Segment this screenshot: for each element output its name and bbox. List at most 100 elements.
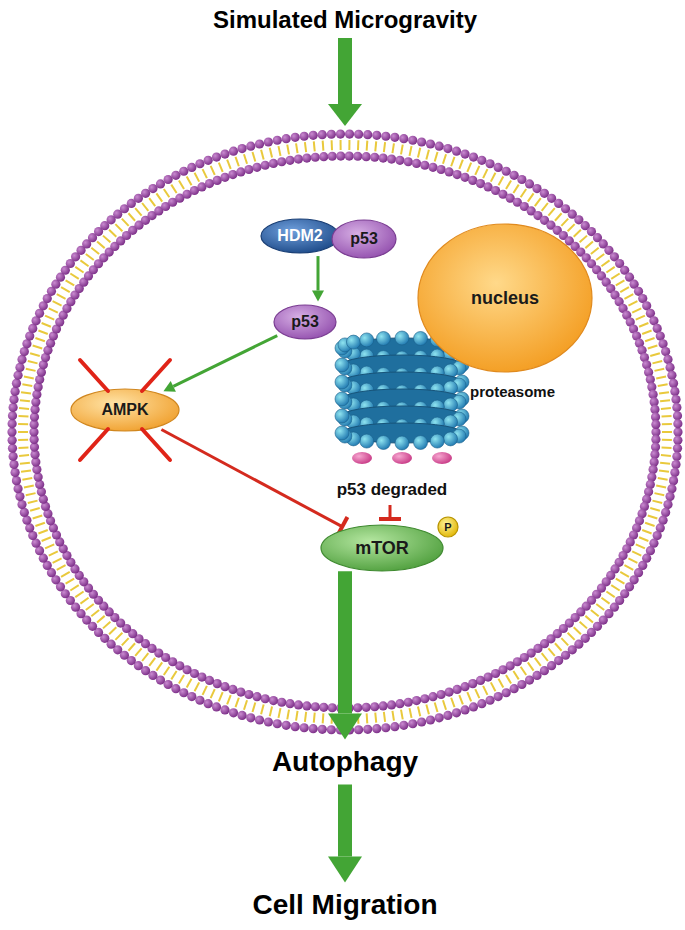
lipid-head (673, 427, 682, 436)
cross-stroke (142, 429, 170, 460)
lipid-tail (451, 157, 454, 166)
lipid-tail (451, 698, 454, 707)
lipid-tail (521, 189, 527, 197)
lipid-head (261, 161, 270, 170)
lipid-tail (443, 700, 446, 710)
lipid-tail (660, 463, 670, 464)
lipid-head (452, 147, 461, 156)
lipid-tail (535, 658, 541, 666)
node-shape (438, 517, 458, 537)
lipid-tail (662, 446, 672, 449)
lipid-head (390, 722, 399, 731)
node-text: Autophagy (272, 746, 418, 778)
lipid-tail (357, 140, 359, 150)
subunit-bead (376, 436, 390, 450)
inactivation-cross (80, 360, 170, 460)
protein-blob: mTOR (320, 524, 444, 572)
lipid-tail (287, 145, 289, 155)
lipid-head (294, 155, 303, 164)
node-text: p53 (350, 230, 378, 248)
lipid-tail (555, 213, 562, 220)
node-shape (321, 525, 443, 571)
lipid-tail (632, 551, 641, 555)
lipid-head (370, 702, 379, 711)
lipid-tail (26, 493, 36, 495)
lipid-head (460, 705, 469, 714)
subunit-bead (360, 434, 374, 448)
lipid-tail (179, 180, 184, 189)
lipid-head (319, 703, 328, 712)
lipid-tail (418, 148, 420, 158)
lipid-head (658, 339, 667, 348)
lipid-head (502, 167, 511, 176)
lipid-head (672, 403, 681, 412)
lipid-tail (435, 152, 438, 162)
lipid-head (15, 492, 24, 501)
subunit-bead (376, 331, 390, 345)
lipid-tail (252, 152, 255, 162)
activation-arrow (338, 785, 352, 857)
lipid-tail (57, 294, 66, 299)
inhibition-bar (379, 517, 401, 521)
lipid-head (651, 420, 660, 429)
lipid-head (12, 476, 21, 485)
lipid-tail (115, 633, 122, 640)
lipid-head (282, 134, 291, 143)
lipid-tail (580, 622, 587, 629)
lipid-head (363, 130, 372, 139)
activation-arrow (317, 256, 320, 290)
lipid-head (669, 476, 678, 485)
lipid-tail (661, 454, 671, 457)
lipid-tail (97, 242, 105, 249)
lipid-tail (658, 384, 668, 386)
lipid-head (318, 130, 327, 139)
lipid-head (453, 685, 462, 694)
lipid-tail (227, 695, 231, 704)
lipid-tail (53, 558, 62, 562)
lipid-tail (348, 714, 350, 724)
lipid-tail (270, 706, 272, 716)
lipid-tail (401, 710, 403, 720)
lipid-head (661, 508, 670, 517)
lipid-head (255, 715, 264, 724)
lipid-tail (561, 219, 568, 226)
lipid-tail (75, 267, 83, 273)
lipid-head (363, 725, 372, 734)
inhibition-stem (389, 505, 392, 518)
lipid-tail (86, 604, 94, 610)
lipid-head (9, 403, 18, 412)
lipid-tail (305, 142, 306, 152)
lipid-head (460, 149, 469, 158)
process-label: Cell Migration (250, 887, 440, 924)
lipid-head (179, 688, 188, 697)
lipid-head (9, 460, 18, 469)
arrow-head (328, 104, 362, 126)
lipid-head (7, 427, 16, 436)
peptide-fragment (432, 452, 452, 464)
lipid-tail (86, 254, 94, 260)
inhibition-connector (161, 430, 342, 527)
node-text: P (444, 521, 451, 534)
lipid-head (663, 500, 672, 509)
lipid-head (426, 715, 435, 724)
lipid-tail (171, 671, 176, 679)
lipid-head (195, 696, 204, 705)
lipid-tail (459, 160, 463, 169)
lipid-tail (459, 695, 463, 704)
lipid-tail (195, 682, 200, 691)
lipid-head (246, 713, 255, 722)
lipid-head (469, 702, 478, 711)
lipid-tail (109, 230, 116, 237)
lipid-tail (475, 689, 479, 698)
lipid-head (318, 725, 327, 734)
lipid-tail (542, 203, 548, 211)
lipid-tail (555, 643, 562, 650)
lipid-tail (401, 145, 403, 155)
lipid-head (8, 411, 17, 420)
lipid-head (13, 371, 22, 380)
lipid-tail (580, 236, 587, 243)
lipid-tail (513, 185, 518, 193)
lipid-tail (20, 400, 30, 401)
lipid-leaflet (29, 151, 660, 712)
lipid-tail (80, 598, 88, 604)
